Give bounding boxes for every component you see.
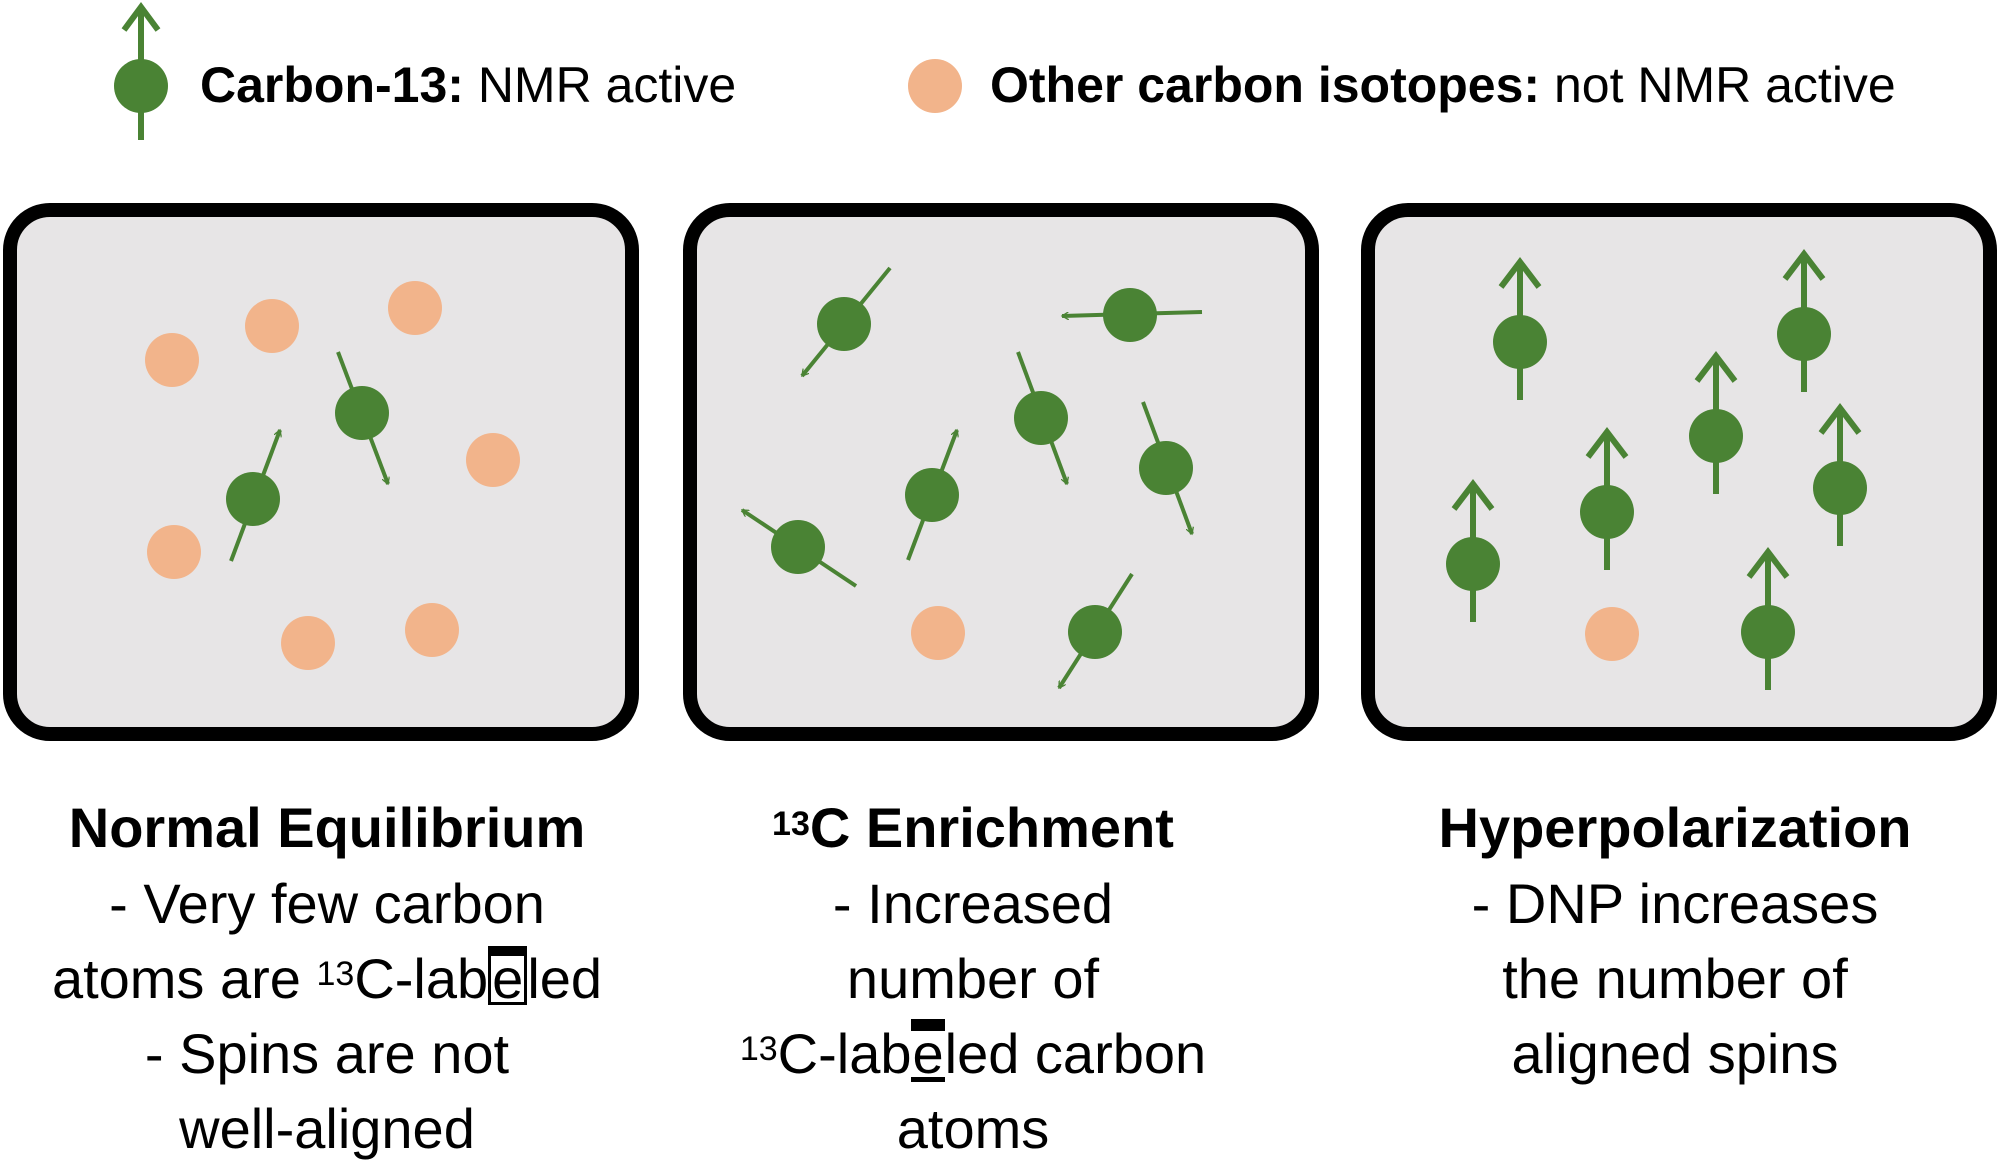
carbon13-spin: [905, 430, 959, 561]
caption-line: number of: [653, 941, 1293, 1016]
carbon13-spin: [1689, 351, 1743, 494]
caption-text: - Increased: [832, 872, 1114, 935]
caption-line: atoms are 13C-labeled: [7, 941, 647, 1016]
caption-text: C-lab: [354, 947, 489, 1010]
isotope-superscript: 13: [316, 955, 355, 993]
panel-title: Hyperpolarization: [1438, 796, 1912, 859]
other-isotope-atom: [245, 299, 299, 353]
carbon13-spin: [1062, 288, 1203, 342]
carbon13-spin: [1580, 427, 1634, 570]
panel-title: Normal Equilibrium: [68, 796, 586, 859]
caption-text: atoms: [896, 1097, 1050, 1160]
carbon13-spin: [800, 266, 892, 378]
carbon13-spin: [226, 430, 280, 562]
other-isotope-atom: [145, 333, 199, 387]
caption-line: - DNP increases: [1355, 866, 1995, 941]
carbon13-spin: [335, 351, 389, 484]
carbon13-spin: [1139, 401, 1193, 534]
legend-carbon13-desc: NMR active: [463, 57, 737, 113]
caption-13c-enrichment: 13C Enrichment - Increased number of 13C…: [653, 790, 1293, 1166]
other-isotope-atom: [911, 606, 965, 660]
carbon13-spin: [1057, 572, 1134, 688]
caption-hyperpolarization: Hyperpolarization - DNP increases the nu…: [1355, 790, 1995, 1091]
carbon13-spin: [1741, 547, 1795, 690]
legend-other-isotopes-label: Other carbon isotopes:: [990, 57, 1541, 113]
caption-line: 13C-labeled carbon: [653, 1016, 1293, 1091]
panel-hyperpolarization-atoms: [1446, 249, 1867, 690]
legend-other-isotopes-desc: not NMR active: [1540, 57, 1896, 113]
caption-line: the number of: [1355, 941, 1995, 1016]
isotope-superscript: 13: [739, 1030, 778, 1068]
caption-line: aligned spins: [1355, 1016, 1995, 1091]
caption-text: well-aligned: [179, 1097, 475, 1160]
caption-line: - Spins are not: [7, 1016, 647, 1091]
carbon13-spin: [1446, 479, 1500, 622]
caption-text: atoms are: [51, 947, 317, 1010]
carbon13-spin: [1493, 257, 1547, 400]
caption-text: led: [527, 947, 603, 1010]
panel-13c-enrichment-frame: [683, 203, 1319, 741]
caption-text: - Very few carbon: [109, 872, 545, 935]
panel-13c-enrichment-atoms: [740, 266, 1203, 688]
caption-text: - Spins are not: [144, 1022, 510, 1085]
carbon13-spin: [740, 508, 858, 588]
other-isotope-atom: [147, 525, 201, 579]
panel-normal-equilibrium-atoms: [145, 281, 520, 670]
caption-line: well-aligned: [7, 1091, 647, 1166]
legend-other-isotope-icon: [908, 59, 962, 113]
legend-carbon13: Carbon-13: NMR active: [200, 50, 736, 120]
isotope-superscript: 13: [772, 805, 810, 843]
panel-title: 13C Enrichment: [653, 790, 1293, 866]
caption-text: aligned spins: [1511, 1022, 1839, 1085]
other-isotope-atom: [388, 281, 442, 335]
panel-title-text: C Enrichment: [809, 796, 1174, 859]
boxed-letter: e: [488, 946, 528, 1007]
caption-text: - DNP increases: [1471, 872, 1879, 935]
caption-line: - Increased: [653, 866, 1293, 941]
legend-other-isotopes: Other carbon isotopes: not NMR active: [990, 50, 1896, 120]
legend-carbon13-icon: [114, 1, 168, 140]
legend-carbon13-label: Carbon-13:: [200, 57, 464, 113]
caption-text: C-lab: [777, 1022, 912, 1085]
other-isotope-atom: [466, 433, 520, 487]
other-isotope-atom: [281, 616, 335, 670]
caption-text: the number of: [1502, 947, 1848, 1010]
caption-line: atoms: [653, 1091, 1293, 1166]
caption-text: number of: [846, 947, 1100, 1010]
panel-hyperpolarization-frame: [1361, 203, 1997, 741]
caption-line: - Very few carbon: [7, 866, 647, 941]
carbon13-spin: [1813, 403, 1867, 546]
caption-text: led carbon: [944, 1022, 1207, 1085]
carbon13-spin: [1014, 351, 1068, 484]
carbon13-spin: [1777, 249, 1831, 392]
boxed-letter: e: [911, 1019, 945, 1082]
other-isotope-atom: [1585, 607, 1639, 661]
caption-normal-equilibrium: Normal Equilibrium - Very few carbon ato…: [7, 790, 647, 1166]
other-isotope-atom: [405, 603, 459, 657]
